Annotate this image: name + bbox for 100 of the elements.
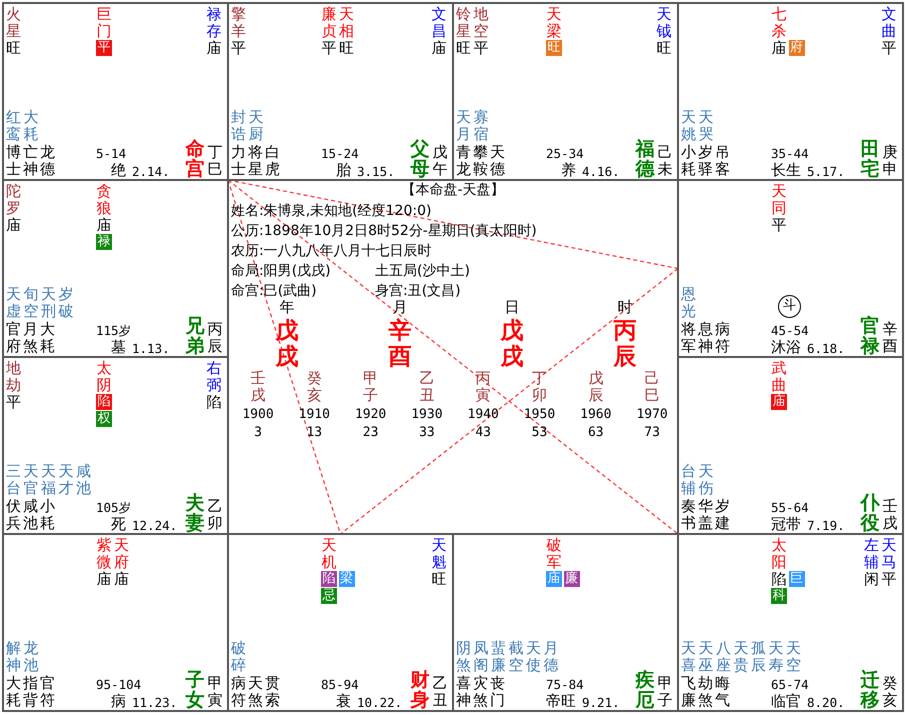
minor-star-name: 天厨	[248, 109, 264, 143]
palace-cell	[677, 533, 904, 712]
spirit-star-name: 天煞	[248, 675, 264, 709]
age-list: 9.21.	[582, 695, 620, 710]
palace-name: 仆役	[860, 493, 880, 533]
star-name: 火星	[6, 6, 22, 40]
age-list: 12.24.	[132, 518, 178, 533]
decade-stem-branch: 己巳	[644, 370, 660, 404]
decade-year: 1910	[298, 407, 330, 422]
age-list: 1.13.	[132, 341, 170, 356]
palace-cell	[2, 533, 229, 712]
info-line: 姓名:朱博泉,未知地(经度120:0)	[231, 202, 432, 220]
brightness-label: 平	[771, 217, 787, 234]
star-name: 廉贞	[321, 6, 337, 40]
stem-branch-label: 癸亥	[882, 675, 898, 709]
spirit-star-name: 大耗	[40, 321, 56, 355]
decade-age: 53	[532, 425, 548, 440]
minor-star-name: 三台	[6, 463, 22, 497]
minor-star-name: 天伤	[698, 463, 714, 497]
life-stage-label: 胎	[336, 162, 351, 179]
spirit-star-name: 将军	[680, 321, 696, 355]
age-list: 10.22.	[357, 695, 402, 710]
star-name: 紫微	[96, 537, 112, 571]
age-list: 3.15.	[357, 164, 395, 179]
brightness-label: 庙	[206, 40, 222, 57]
star-name: 武曲	[771, 360, 787, 394]
palace-name: 福德	[635, 139, 655, 179]
spirit-star-name: 将星	[248, 144, 264, 178]
spirit-star-name: 岁建	[714, 498, 730, 532]
decade-age: 23	[362, 425, 378, 440]
minor-star-name: 月德	[543, 640, 559, 674]
age-list: 11.23.	[132, 695, 178, 710]
life-stage-label: 长生	[771, 162, 801, 179]
pillar-stem-branch: 辛酉	[388, 318, 412, 370]
star-name: 地劫	[6, 360, 22, 394]
minor-star-name: 龙池	[23, 640, 39, 674]
decade-stem-branch: 丁卯	[532, 370, 548, 404]
spirit-star-name: 华盖	[698, 498, 714, 532]
circled-character: 斗	[778, 295, 801, 318]
spirit-star-name: 病符	[714, 321, 730, 355]
decade-year: 1940	[468, 407, 499, 422]
star-tag: 平	[96, 40, 112, 56]
minor-star-name: 恩光	[680, 286, 696, 320]
dashed-line	[228, 180, 678, 534]
spirit-star-name: 大耗	[6, 675, 22, 709]
life-stage-label: 养	[561, 162, 576, 179]
spirit-star-name: 龙德	[40, 144, 56, 178]
decade-age: 33	[419, 425, 435, 440]
spirit-star-name: 力士	[230, 144, 246, 178]
brightness-label: 平	[881, 40, 897, 57]
pillar-label: 年	[279, 299, 295, 316]
spirit-star-name: 亡神	[22, 144, 38, 178]
spirit-star-name: 官符	[40, 675, 56, 709]
decade-age: 63	[588, 425, 604, 440]
spirit-star-name: 奏书	[680, 498, 696, 532]
star-name: 天同	[771, 183, 787, 217]
life-stage-label: 冠带	[771, 516, 801, 533]
pillar-label: 日	[504, 299, 520, 316]
star-tag: 廉	[564, 571, 580, 587]
info-line: 身宫:丑(文昌)	[375, 282, 461, 300]
minor-star-name: 天寿	[768, 640, 784, 674]
star-name: 天机	[321, 537, 337, 571]
stem-branch-label: 壬戌	[882, 498, 898, 532]
star-name: 贪狼	[96, 183, 112, 217]
star-name: 天府	[114, 537, 130, 571]
palace-cell	[227, 2, 454, 181]
stem-branch-label: 乙卯	[207, 498, 223, 532]
spirit-star-name: 飞廉	[680, 675, 696, 709]
minor-star-name: 大耗	[23, 109, 39, 143]
spirit-star-name: 息神	[698, 321, 714, 355]
star-tag: 权	[96, 411, 112, 427]
age-range: 105岁	[96, 500, 132, 515]
minor-star-name: 蜚廉	[490, 640, 506, 674]
age-range: 25-34	[546, 146, 584, 161]
minor-star-name: 截空	[508, 640, 524, 674]
info-line: 农历:一八九八年八月十七日辰时	[231, 242, 432, 260]
spirit-star-name: 咸池	[22, 498, 38, 532]
decade-age: 43	[475, 425, 492, 440]
minor-star-name: 天月	[456, 109, 472, 143]
spirit-star-name: 劫煞	[698, 675, 714, 709]
star-tag: 梁	[338, 571, 354, 587]
stem-branch-label: 辛酉	[882, 321, 898, 355]
palace-name: 子女	[185, 670, 205, 710]
spirit-star-name: 灾煞	[472, 675, 488, 709]
spirit-star-name: 伏兵	[6, 498, 22, 532]
spirit-star-name: 攀鞍	[472, 144, 488, 178]
star-tag: 忌	[321, 588, 337, 604]
star-name: 地空	[473, 6, 489, 40]
palace-cell	[2, 2, 229, 181]
stem-branch-label: 戊午	[432, 144, 448, 178]
life-stage-label: 帝旺	[546, 693, 576, 710]
brightness-label: 庙	[431, 40, 447, 57]
spirit-star-name: 岁驿	[698, 144, 714, 178]
decade-age: 73	[644, 425, 660, 440]
minor-star-name: 天哭	[698, 109, 714, 143]
pillar-label: 时	[617, 299, 633, 316]
decade-year: 1900	[242, 407, 274, 422]
minor-star-name: 孤辰	[750, 640, 766, 674]
minor-star-name: 天喜	[680, 640, 696, 674]
age-range: 15-24	[321, 146, 359, 161]
